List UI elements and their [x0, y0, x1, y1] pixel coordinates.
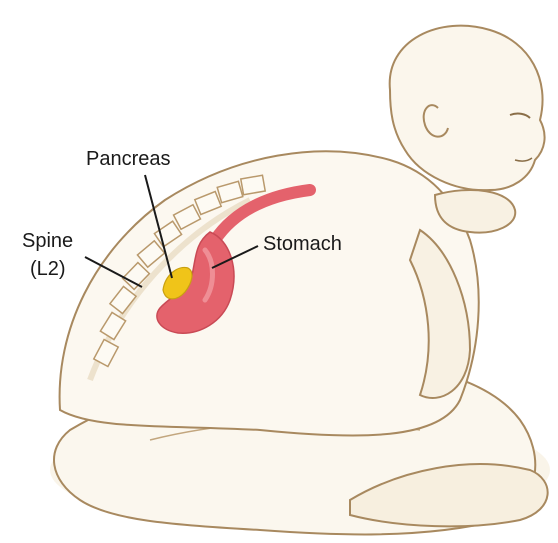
- spine-label-line1: Spine: [22, 230, 73, 252]
- stomach-label: Stomach: [263, 233, 342, 255]
- head-outline: [390, 26, 545, 190]
- spine-label-line2: (L2): [30, 258, 66, 280]
- pancreas-label: Pancreas: [86, 148, 171, 170]
